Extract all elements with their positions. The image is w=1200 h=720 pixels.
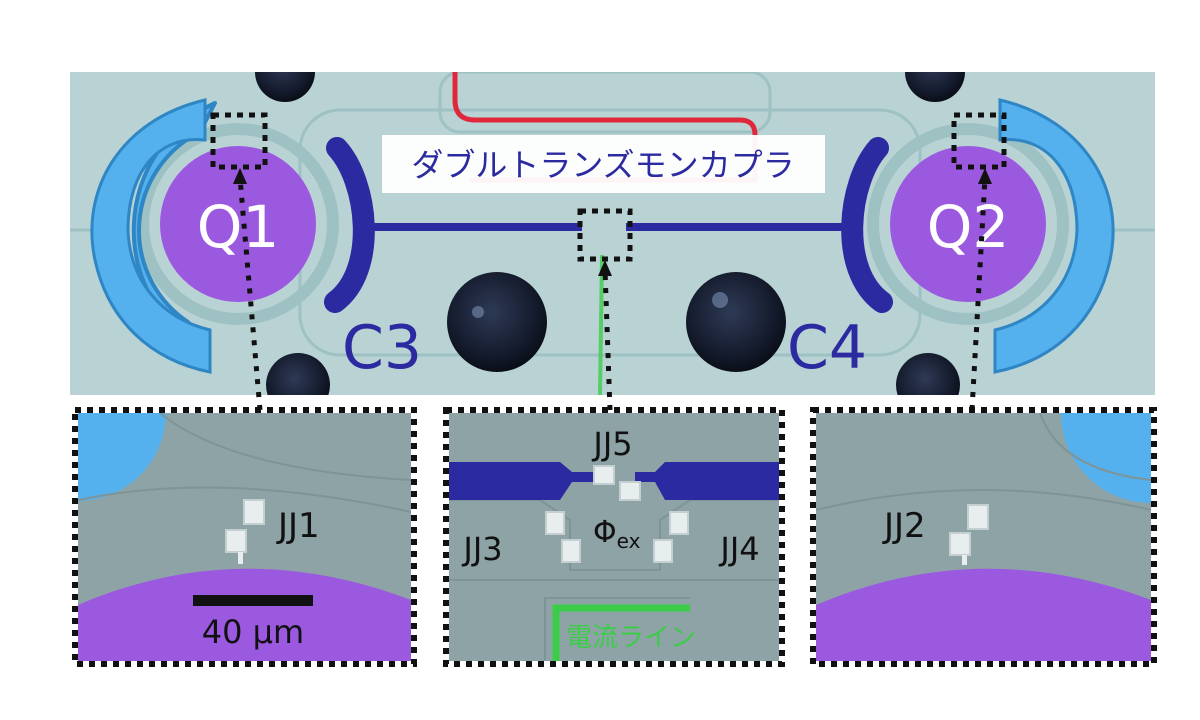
qubit-1-label: Q1 bbox=[197, 193, 280, 261]
jj4-junction-a bbox=[669, 511, 689, 535]
zoom-right-qubit-arc bbox=[816, 568, 1151, 661]
qubit-1-ring bbox=[137, 123, 339, 325]
jj2-selection-box bbox=[951, 112, 1007, 170]
double-transmon-coupler bbox=[324, 137, 893, 313]
jj3-junction-b bbox=[561, 539, 581, 563]
current-line-label: 電流ライン bbox=[566, 623, 696, 653]
scale-bar-label: 40 μm bbox=[202, 613, 304, 651]
coupler-electrode-left bbox=[449, 462, 595, 500]
qubit-2-label: Q2 bbox=[927, 193, 1010, 261]
jj1-selection-box bbox=[210, 112, 268, 170]
current-line bbox=[598, 254, 604, 395]
jj2-junction-bottom bbox=[949, 532, 971, 556]
arrowhead-jj5 bbox=[598, 260, 612, 276]
scale-bar bbox=[193, 595, 313, 606]
qubit-1-pad bbox=[160, 146, 316, 302]
qubit-2-ring bbox=[867, 123, 1069, 325]
coupler-line-left bbox=[360, 223, 582, 231]
coupler-electrode-right bbox=[635, 462, 779, 500]
top-micrograph: ダブルトランズモンカプラ Q1 Q2 C3 C4 bbox=[70, 72, 1155, 395]
coupler-line-right bbox=[626, 223, 854, 231]
coupler-label: ダブルトランズモンカプラ bbox=[411, 146, 794, 184]
jj4-junction-b bbox=[653, 539, 673, 563]
jj1-label: JJ1 bbox=[276, 506, 320, 546]
jj3-label: JJ3 bbox=[461, 530, 502, 568]
zoom-right-blue-pad bbox=[1061, 413, 1151, 503]
callout-arrowheads bbox=[233, 168, 992, 276]
flux-subscript: ex bbox=[617, 529, 641, 553]
zoom-left-qubit-arc bbox=[78, 568, 411, 661]
zoom-left-blue-pad bbox=[78, 413, 166, 501]
capacitor-c3-label: C3 bbox=[342, 313, 422, 383]
arrowhead-jj1 bbox=[233, 168, 247, 184]
vias bbox=[255, 72, 965, 395]
flux-line bbox=[452, 72, 758, 183]
zoom-current-line bbox=[552, 604, 690, 661]
jj4-label: JJ4 bbox=[718, 530, 759, 568]
zoom-right-frame bbox=[810, 407, 1157, 667]
jj5-label: JJ5 bbox=[591, 425, 632, 463]
jj3-junction-a bbox=[545, 511, 565, 535]
zoom-panel-jj2: JJ2 bbox=[810, 407, 1157, 667]
readout-pad-right-body bbox=[993, 98, 1115, 374]
zoom-panel-jj1: JJ1 40 μm bbox=[72, 407, 417, 667]
jj5-junction-b bbox=[619, 481, 641, 501]
capacitor-c4-label: C4 bbox=[787, 313, 867, 383]
arrowhead-jj2 bbox=[978, 168, 992, 184]
jj2-junction-top bbox=[967, 504, 989, 530]
jj1-junction-bottom bbox=[225, 529, 247, 553]
zoom-left-ground-arc bbox=[78, 486, 411, 513]
jj5-junction-a bbox=[593, 465, 615, 485]
flux-label: Φex bbox=[593, 515, 641, 553]
qubit-2-pad bbox=[890, 146, 1046, 302]
coupler-label-box bbox=[382, 135, 825, 193]
zoom-center-frame bbox=[443, 407, 785, 667]
readout-pad-left-body bbox=[90, 98, 212, 374]
jj5-selection-box bbox=[577, 208, 633, 262]
jj2-label: JJ2 bbox=[882, 506, 926, 546]
flux-symbol: Φ bbox=[593, 515, 617, 550]
zoom-left-frame bbox=[72, 407, 417, 667]
jj1-junction-top bbox=[243, 499, 265, 525]
zoom-panel-coupler-junctions: JJ5 JJ3 JJ4 Φex 電流ライン bbox=[443, 407, 785, 667]
